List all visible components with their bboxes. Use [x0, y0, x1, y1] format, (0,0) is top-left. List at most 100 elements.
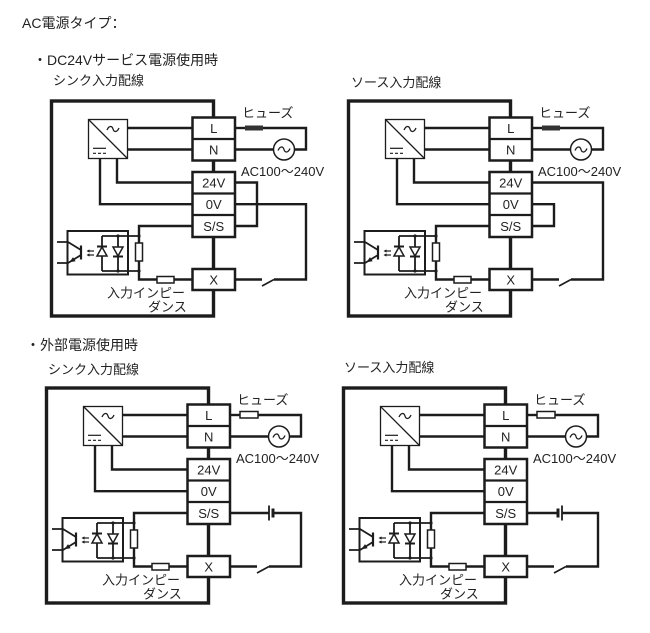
terminal-label-x: X [506, 273, 515, 288]
ac-tilde-icon [106, 125, 120, 133]
dc-battery-icon [556, 505, 563, 521]
emitter-arrow-icon [64, 544, 71, 550]
optocoupler-box [358, 517, 421, 563]
wire-fuse-to-source [258, 413, 303, 438]
terminal-block-service [191, 170, 237, 239]
phototransistor-emitter [354, 254, 379, 264]
plc-outline [49, 99, 216, 318]
ac-source-icon [564, 425, 588, 448]
input-switch-icon [261, 278, 275, 287]
terminal-label-ss: S/S [495, 506, 516, 521]
input-resistor-icon [134, 242, 144, 262]
input-impedance-label-line1: 入力インピー [102, 573, 180, 588]
emitter-arrow-icon [366, 257, 373, 263]
terminal-label-24v: 24V [197, 463, 220, 478]
phototransistor-emitter [57, 254, 82, 264]
dc-battery-icon [268, 505, 275, 521]
terminal-label-l: L [205, 408, 212, 423]
junction-dot [429, 521, 433, 525]
phototransistor-emitter [52, 541, 77, 551]
terminal-block-service [483, 457, 529, 526]
fuse-icon [542, 125, 560, 131]
terminal-label-0v: 0V [206, 197, 222, 212]
led-down-icon [403, 533, 417, 545]
terminal-label-ss: S/S [203, 219, 224, 234]
wire-input-common [434, 224, 490, 281]
terminal-block-input [191, 267, 237, 292]
led-down-icon [106, 533, 120, 545]
light-arrow-head [81, 536, 85, 540]
bullet-icon: ・ [33, 52, 47, 68]
light-arrow-head [81, 540, 85, 544]
input-impedance-label-line2: ダンス [445, 300, 484, 315]
optocoupler-icon [52, 517, 136, 563]
diagram-subtitle-sink-external: シンク入力配線 [48, 362, 140, 377]
wire-0v-to-switch [235, 202, 308, 281]
fuse-label: ヒューズ [534, 393, 585, 408]
led-up-icon [387, 532, 401, 544]
terminal-label-l: L [502, 408, 509, 423]
terminal-label-ss: S/S [500, 219, 521, 234]
ac-source-icon [569, 138, 593, 161]
terminal-block-service [186, 457, 232, 526]
terminal-label-n: N [209, 143, 218, 158]
power-converter-icon [87, 118, 129, 160]
wire-converter-0v [93, 445, 188, 493]
junction-dot [408, 521, 412, 525]
diagram-subtitle-source-external: ソース入力配線 [344, 360, 435, 375]
terminal-block-input [483, 554, 529, 579]
wire-24v-to-switch [532, 181, 605, 281]
terminal-label-n: N [501, 430, 510, 445]
terminal-label-x: X [501, 560, 510, 575]
junction-dot [434, 234, 438, 238]
wire-converter-24v [407, 445, 485, 471]
optocoupler-icon [349, 517, 433, 563]
light-arrow-head [378, 540, 382, 544]
converter-diagonal [380, 406, 420, 446]
terminal-label-0v: 0V [498, 484, 514, 499]
terminal-block-input [488, 267, 534, 292]
power-converter-icon [384, 118, 426, 160]
power-converter-icon [379, 405, 421, 447]
wire-converter-0v [98, 158, 193, 206]
fuse-label: ヒューズ [242, 106, 293, 121]
plc-outline [341, 386, 508, 605]
terminal-label-x: X [204, 560, 213, 575]
diagram-subtitle-source-service: ソース入力配線 [351, 75, 442, 90]
wire-fuse-to-source [263, 126, 308, 151]
terminal-label-0v: 0V [503, 197, 519, 212]
terminal-label-n: N [506, 143, 515, 158]
ac-tilde-icon [277, 146, 291, 153]
plc-outline [346, 99, 513, 318]
ac-supply-label: AC100～240V [241, 164, 324, 179]
junction-dot [116, 234, 120, 238]
wire-battery-to-switch [562, 511, 600, 568]
phototransistor-collector [354, 241, 379, 251]
input-impedance-icon [151, 562, 170, 571]
phototransistor-emitter [349, 541, 374, 551]
wire-converter-0v [390, 445, 485, 493]
wire-input-common [429, 511, 485, 568]
junction-dot [137, 269, 141, 273]
input-impedance-label-line2: ダンス [143, 587, 182, 602]
page-title: AC電源タイプ： [22, 15, 126, 31]
terminal-label-l: L [210, 121, 217, 136]
wire-converter-0v [395, 158, 490, 206]
ac-tilde-icon [569, 433, 583, 440]
input-impedance-icon [156, 275, 175, 284]
junction-dot [413, 234, 417, 238]
led-down-icon [408, 246, 422, 258]
ac-tilde-icon [101, 412, 115, 420]
light-arrow-head [383, 253, 387, 257]
junction-dot [408, 556, 412, 560]
ac-source-icon [272, 138, 296, 161]
converter-diagonal [385, 119, 425, 159]
led-up-icon [95, 245, 109, 257]
power-converter-icon [82, 405, 124, 447]
